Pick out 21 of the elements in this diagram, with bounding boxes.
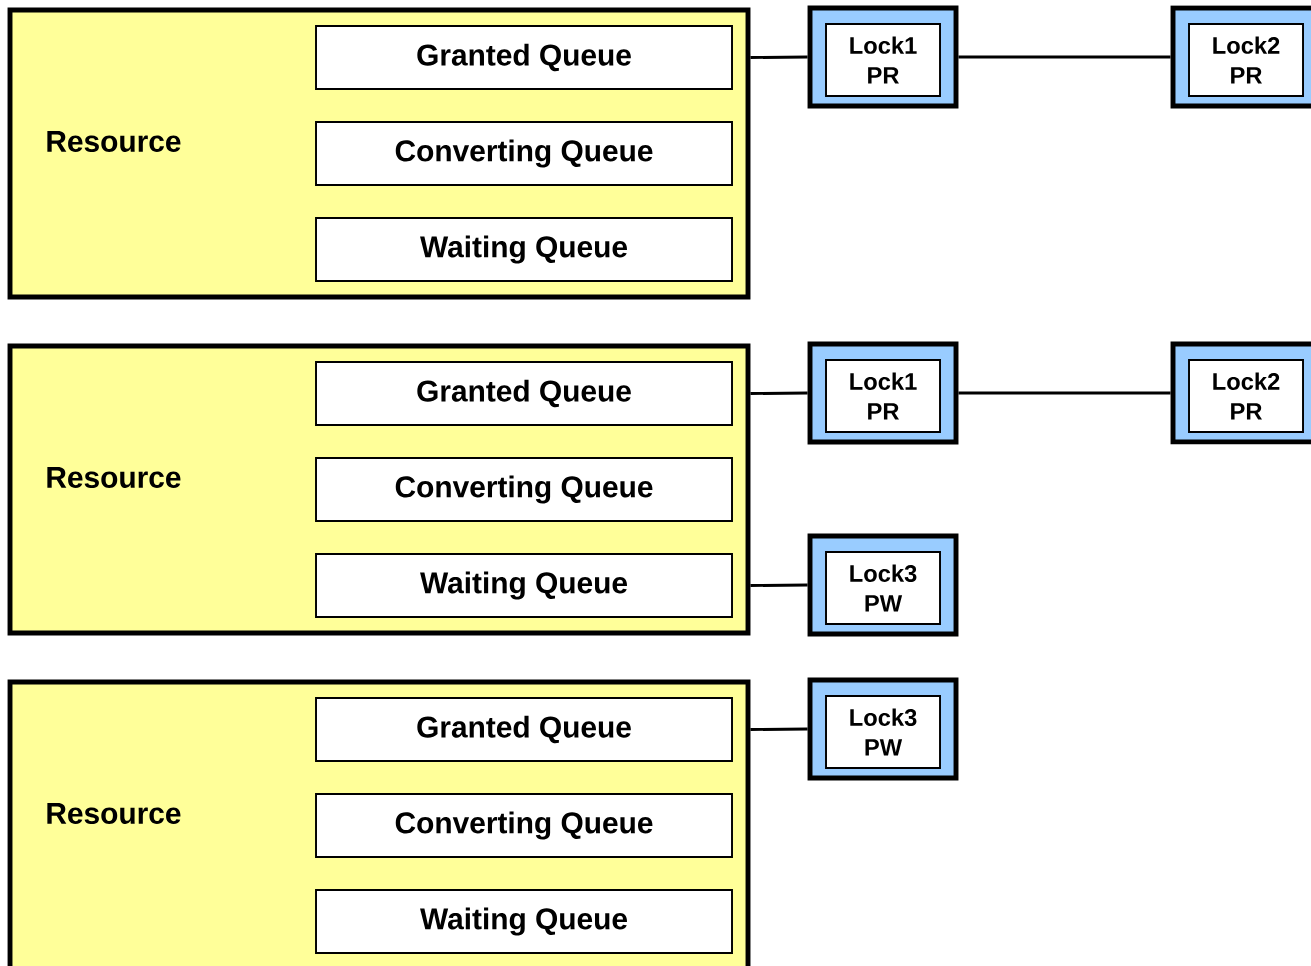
queue-box: Granted Queue xyxy=(315,361,733,426)
connector-line xyxy=(750,583,808,587)
queue-box: Granted Queue xyxy=(315,25,733,90)
lock-box: Lock3 PW xyxy=(807,533,959,637)
connector-line xyxy=(750,391,808,395)
lock-box: Lock2 PR xyxy=(1170,5,1311,109)
queue-box: Waiting Queue xyxy=(315,889,733,954)
lock-box: Lock3 PW xyxy=(807,677,959,781)
connector-line xyxy=(958,55,1171,59)
connector-line xyxy=(750,55,808,59)
queue-box: Converting Queue xyxy=(315,457,733,522)
lock-box: Lock2 PR xyxy=(1170,341,1311,445)
queue-box: Converting Queue xyxy=(315,121,733,186)
queue-box: Waiting Queue xyxy=(315,553,733,618)
connector-line xyxy=(750,727,808,731)
lock-box: Lock1 PR xyxy=(807,341,959,445)
lock-box: Lock1 PR xyxy=(807,5,959,109)
queue-box: Converting Queue xyxy=(315,793,733,858)
queue-box: Waiting Queue xyxy=(315,217,733,282)
connector-line xyxy=(958,391,1171,395)
queue-box: Granted Queue xyxy=(315,697,733,762)
